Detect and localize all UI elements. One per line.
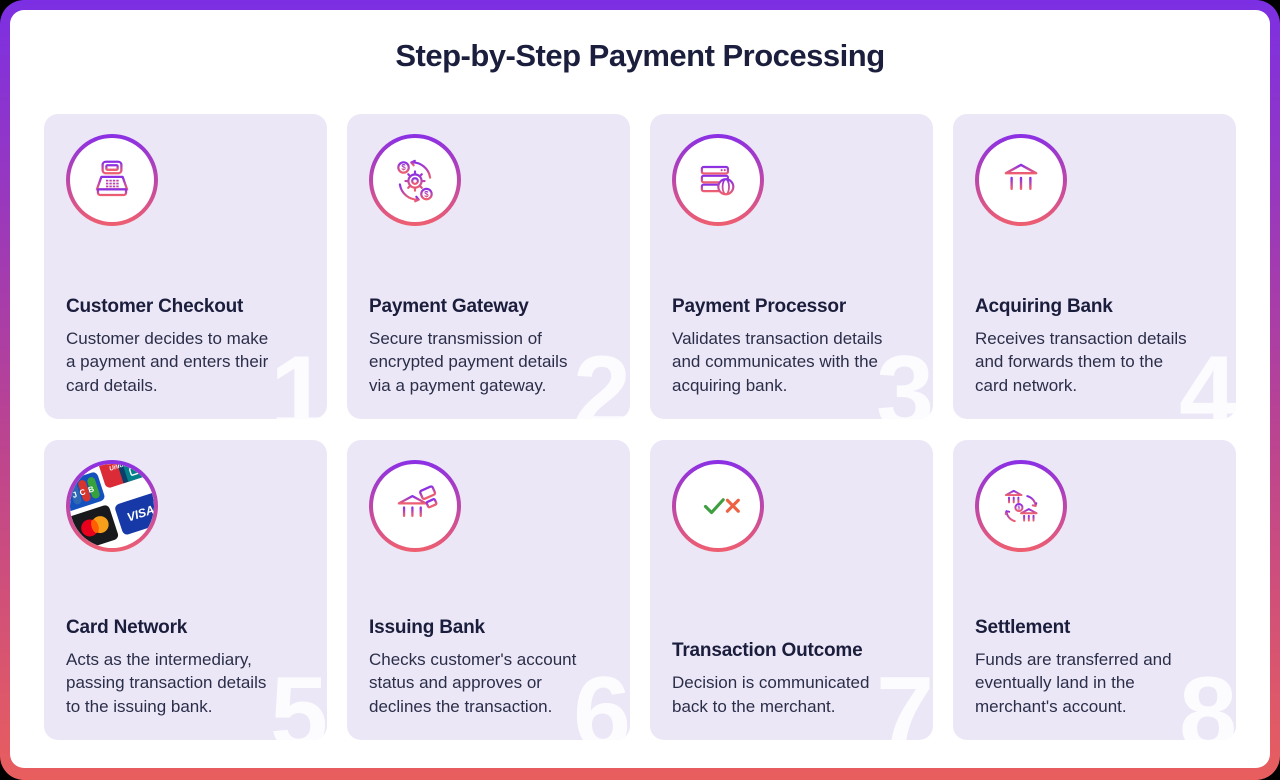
step-title: Issuing Bank — [369, 616, 485, 638]
content-panel: Step-by-Step Payment Processing — [10, 10, 1270, 768]
icon-ring — [672, 134, 764, 226]
payment-processor-icon — [700, 165, 735, 196]
step-number-watermark: 4 — [1179, 335, 1236, 419]
step-title: Transaction Outcome — [672, 640, 863, 662]
transaction-outcome-icon — [703, 498, 740, 515]
step-description: Acts as the intermediary, passing transa… — [66, 649, 267, 716]
icon-ring — [975, 134, 1067, 226]
bank-icon — [1004, 163, 1038, 195]
icon-ring — [672, 460, 764, 552]
dollar-glyph: $ — [424, 190, 429, 199]
step-title: Acquiring Bank — [975, 295, 1113, 317]
icon-ring — [66, 134, 158, 226]
step-card-acquiring-bank: Acquiring Bank Receives transaction deta… — [953, 114, 1236, 419]
step-card-settlement: $ Settlement Funds are transferred and e… — [953, 440, 1236, 740]
step-card-customer-checkout: Customer Checkout Customer decides to ma… — [44, 114, 327, 419]
icon-ring: $ $ — [369, 134, 461, 226]
step-number-watermark: 7 — [876, 656, 933, 740]
icon-ring — [369, 460, 461, 552]
steps-grid: Customer Checkout Customer decides to ma… — [44, 114, 1236, 740]
icon-ring: $ — [975, 460, 1067, 552]
step-card-issuing-bank: Issuing Bank Checks customer's account s… — [347, 440, 630, 740]
step-card-card-network: JCB UnionPay — [44, 440, 327, 740]
step-title: Payment Processor — [672, 295, 847, 317]
step-description: Validates transaction details and commun… — [672, 328, 883, 395]
page-title: Step-by-Step Payment Processing — [395, 38, 885, 73]
step-description: Checks customer's account status and app… — [369, 649, 577, 716]
dollar-glyph: $ — [401, 163, 406, 172]
step-title: Card Network — [66, 616, 188, 638]
step-number-watermark: 8 — [1179, 656, 1236, 740]
payment-gateway-icon: $ $ — [397, 159, 433, 203]
cash-register-icon — [95, 160, 129, 197]
settlement-icon: $ — [1004, 489, 1038, 525]
step-number-watermark: 1 — [270, 335, 327, 419]
step-number-watermark: 3 — [876, 335, 933, 419]
issuing-bank-icon — [397, 485, 438, 522]
step-description: Customer decides to make a payment and e… — [66, 328, 269, 395]
step-description: Funds are transferred and eventually lan… — [975, 649, 1172, 716]
dollar-glyph: $ — [1018, 506, 1021, 512]
step-card-payment-gateway: $ $ Payment Gateway Secure transmission … — [347, 114, 630, 419]
step-title: Customer Checkout — [66, 295, 244, 317]
step-description: Secure transmission of encrypted payment… — [369, 328, 568, 395]
step-card-transaction-outcome: Transaction Outcome Decision is communic… — [650, 440, 933, 740]
icon-ring: JCB UnionPay — [66, 460, 158, 552]
unionpay-label: UnionPay — [109, 464, 140, 473]
step-description: Decision is communicated back to the mer… — [672, 673, 870, 716]
step-number-watermark: 6 — [573, 656, 630, 740]
step-card-payment-processor: Payment Processor Validates transaction … — [650, 114, 933, 419]
step-description: Receives transaction details and forward… — [975, 328, 1187, 395]
step-number-watermark: 2 — [573, 335, 630, 419]
step-title: Payment Gateway — [369, 295, 529, 317]
step-title: Settlement — [975, 616, 1071, 638]
card-network-icon: JCB UnionPay — [70, 464, 154, 548]
step-number-watermark: 5 — [270, 656, 327, 740]
